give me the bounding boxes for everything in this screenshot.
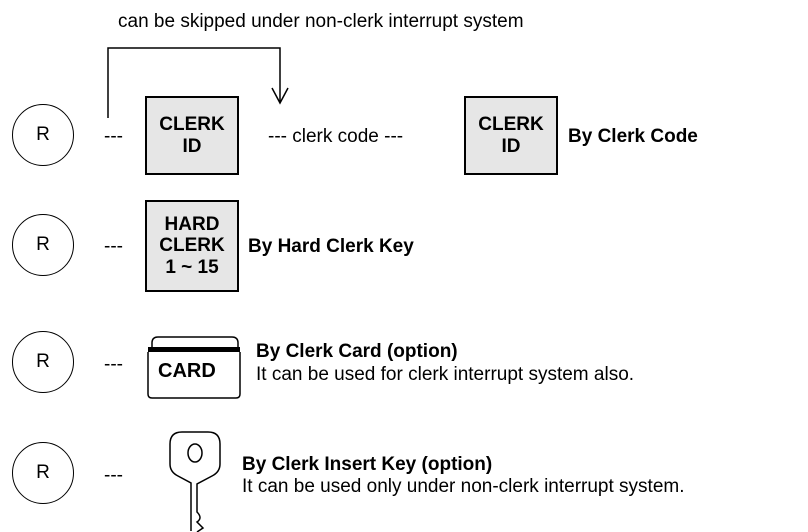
key-label-line: ID [501, 135, 521, 157]
skip-note: can be skipped under non-clerk interrupt… [118, 11, 524, 32]
method-title: By Clerk Code [568, 126, 698, 147]
clerk-id-key: CLERK ID [145, 96, 239, 175]
method-title: By Hard Clerk Key [248, 236, 414, 257]
connector-dashes: --- [104, 126, 123, 147]
method-description: It can be used for clerk interrupt syste… [256, 364, 635, 385]
connector-dashes: --- [104, 465, 123, 486]
card-label: CARD [158, 360, 216, 382]
key-label-line: CLERK [159, 235, 225, 257]
r-key-circle: R [12, 442, 74, 504]
key-label-line: ID [182, 135, 202, 157]
clerk-id-key: CLERK ID [464, 96, 558, 175]
method-title: By Clerk Card (option) [256, 341, 458, 362]
connector-dashes: --- [104, 354, 123, 375]
method-description: It can be used only under non-clerk inte… [242, 476, 685, 497]
connector-dashes: --- [104, 236, 123, 257]
method-title: By Clerk Insert Key (option) [242, 454, 493, 475]
key-label-line: HARD [164, 213, 220, 235]
key-label-line: CLERK [478, 114, 544, 136]
r-key-circle: R [12, 214, 74, 276]
key-label-line: CLERK [159, 114, 225, 136]
key-icon [169, 431, 221, 532]
hard-clerk-key: HARD CLERK 1 ~ 15 [145, 200, 239, 292]
r-key-circle: R [12, 104, 74, 166]
key-label-line: 1 ~ 15 [165, 256, 219, 278]
skip-arrow [107, 47, 289, 118]
r-key-circle: R [12, 331, 74, 393]
clerk-code-connector: --- clerk code --- [268, 126, 404, 147]
card-icon [147, 336, 241, 399]
